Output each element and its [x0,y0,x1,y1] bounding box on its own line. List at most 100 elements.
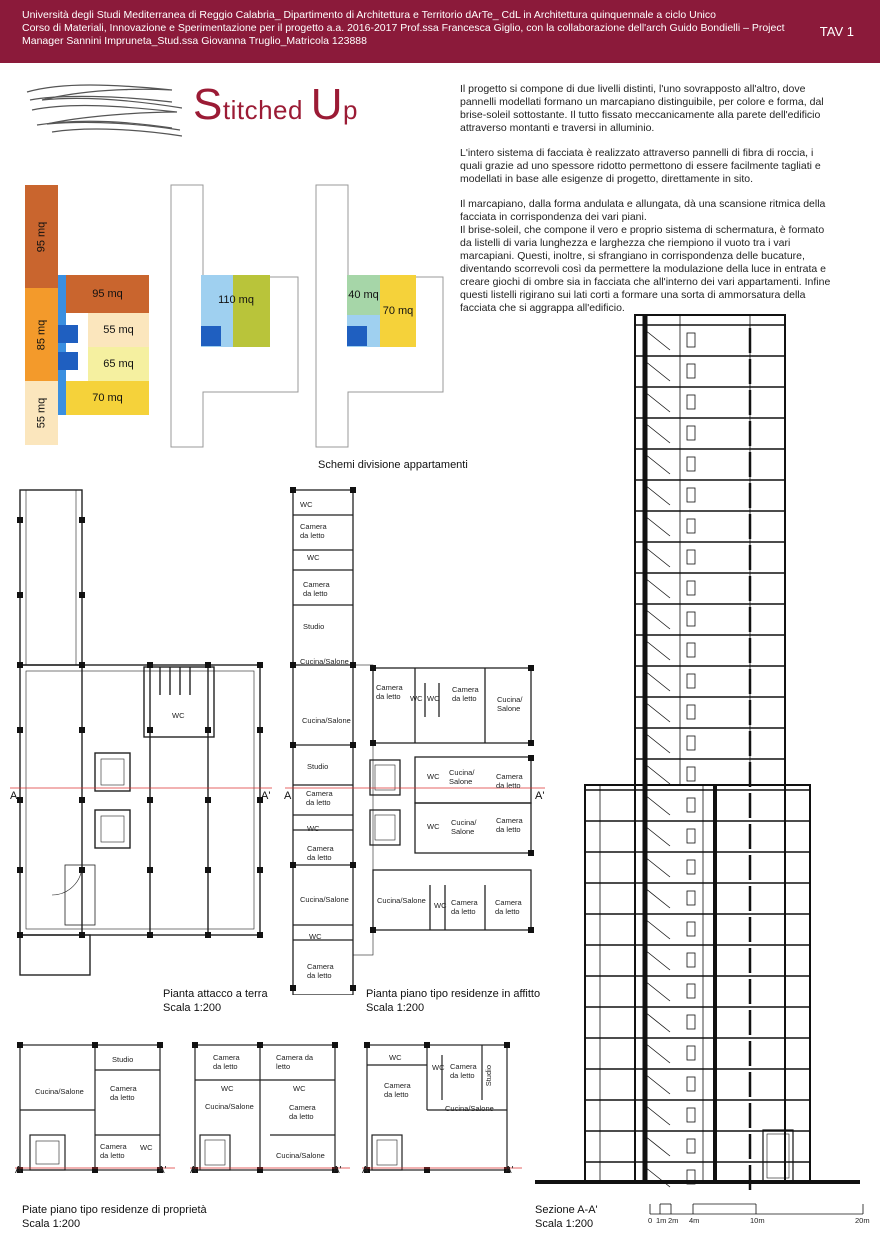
scale-tick-label: 1m [656,1216,667,1225]
description-paragraph: Il brise-soleil, che compone il vero e p… [460,224,831,314]
scheme-stair [201,326,221,346]
room-label: Camera da letto [376,683,403,701]
stair-flight [644,608,671,630]
scheme-block-85-vertical: 85 mq [25,288,58,381]
stair-flight [644,546,671,568]
scheme-block-110: 110 mq [201,285,271,315]
title-initial-s: S [193,80,223,129]
door-opening [686,673,696,689]
door-opening [686,487,696,503]
door-opening [686,549,696,565]
room-label: Studio [307,762,329,771]
room-label: Camera da letto [496,772,523,790]
room-label-wc: WC [172,711,185,720]
stair-flight [644,670,671,692]
room-label: Camera da letto [303,580,330,598]
title-word-2: p [342,95,358,125]
room-label: WC [307,553,320,562]
title-word-1: titched [222,95,311,125]
scheme-block-95-vertical: 95 mq [25,185,58,288]
room-label: Studio [484,1065,493,1087]
room-label: WC [293,1084,306,1093]
room-label: Cucina/Salone [300,895,349,904]
building-section [535,314,860,1190]
area-label: 55 mq [35,397,48,429]
door-opening [686,611,696,627]
ground-floor-plan [10,489,272,976]
caption-title: Pianta attacco a terra [163,988,268,1000]
room-label: Camera da letto [110,1084,137,1102]
stair-flight [644,422,671,444]
room-label: Camera da letto [306,789,333,807]
stair-flight [644,856,671,878]
room-label: Camera da letto [300,522,327,540]
scale-bar [649,1203,864,1215]
room-label: Camera da letto [289,1103,316,1121]
room-label: WC [309,932,322,941]
room-label: Camera da letto [495,898,522,916]
stair-flight [644,1073,671,1095]
room-label: WC [427,772,440,781]
project-title: Stitched Up [193,80,358,130]
scale-tick-label: 2m [668,1216,679,1225]
stair-flight [644,763,671,785]
door-opening [686,704,696,720]
caption-scale: Scala 1:200 [366,1002,425,1014]
stair-flight [644,453,671,475]
section-mark-a: A [190,1165,197,1176]
project-description: Il progetto si compone di due livelli di… [460,83,835,315]
header-text: Università degli Studi Mediterranea di R… [22,9,802,48]
door-opening [686,580,696,596]
door-opening [686,1138,696,1154]
room-label: WC [389,1053,402,1062]
room-label: WC [427,694,440,703]
room-label: Cucina/Salone [35,1087,84,1096]
scheme-block-95: 95 mq [66,275,149,313]
stair-flight [644,515,671,537]
section-caption: Sezione A-A' Scala 1:200 [535,1203,598,1231]
caption-scale: Scala 1:200 [535,1218,594,1230]
stair-flight [644,360,671,382]
caption-scale: Scala 1:200 [163,1002,222,1014]
room-label: Camera da letto [213,1053,240,1071]
door-opening [686,1076,696,1092]
stair-flight [644,980,671,1002]
owned-plan-1 [15,1042,175,1173]
door-opening [686,890,696,906]
ground-plan-caption: Pianta attacco a terra Scala 1:200 [163,987,268,1015]
stair-flight [644,1166,671,1188]
board-number: TAV 1 [819,24,854,39]
door-opening [686,1107,696,1123]
door-opening [686,797,696,813]
door-opening [686,394,696,410]
description-paragraph: L'intero sistema di facciata è realizzat… [460,147,821,185]
room-label: Cucina/Salone [377,896,426,905]
room-label: Cucina/ Salone [449,768,475,786]
room-label: Camera da letto [307,844,334,862]
rental-floor-plan [285,487,545,995]
stair-flight [644,825,671,847]
room-label: Camera da letto [452,685,479,703]
section-mark-a: A [284,790,292,802]
area-label: 55 mq [103,324,134,336]
owned-plan-3 [362,1042,522,1173]
room-label: WC [427,822,440,831]
door-opening [686,332,696,348]
area-label: 70 mq [92,392,123,404]
room-label: Cucina/Salone [445,1104,494,1113]
room-label: WC [434,901,447,910]
stair-flight [644,639,671,661]
door-opening [686,363,696,379]
room-label: Studio [303,622,325,631]
room-label: Camera da letto [384,1081,411,1099]
area-label: 95 mq [92,288,123,300]
section-mark-a-prime: A' [261,790,271,802]
room-label: WC [140,1143,153,1152]
schemes-caption: Schemi divisione appartamenti [318,459,468,471]
stair-flight [644,1135,671,1157]
door-opening [686,766,696,782]
area-label: 110 mq [218,294,254,306]
section-mark-a-prime: A' [158,1165,167,1176]
apartment-scheme-2-outline [170,184,299,448]
door-opening [686,983,696,999]
